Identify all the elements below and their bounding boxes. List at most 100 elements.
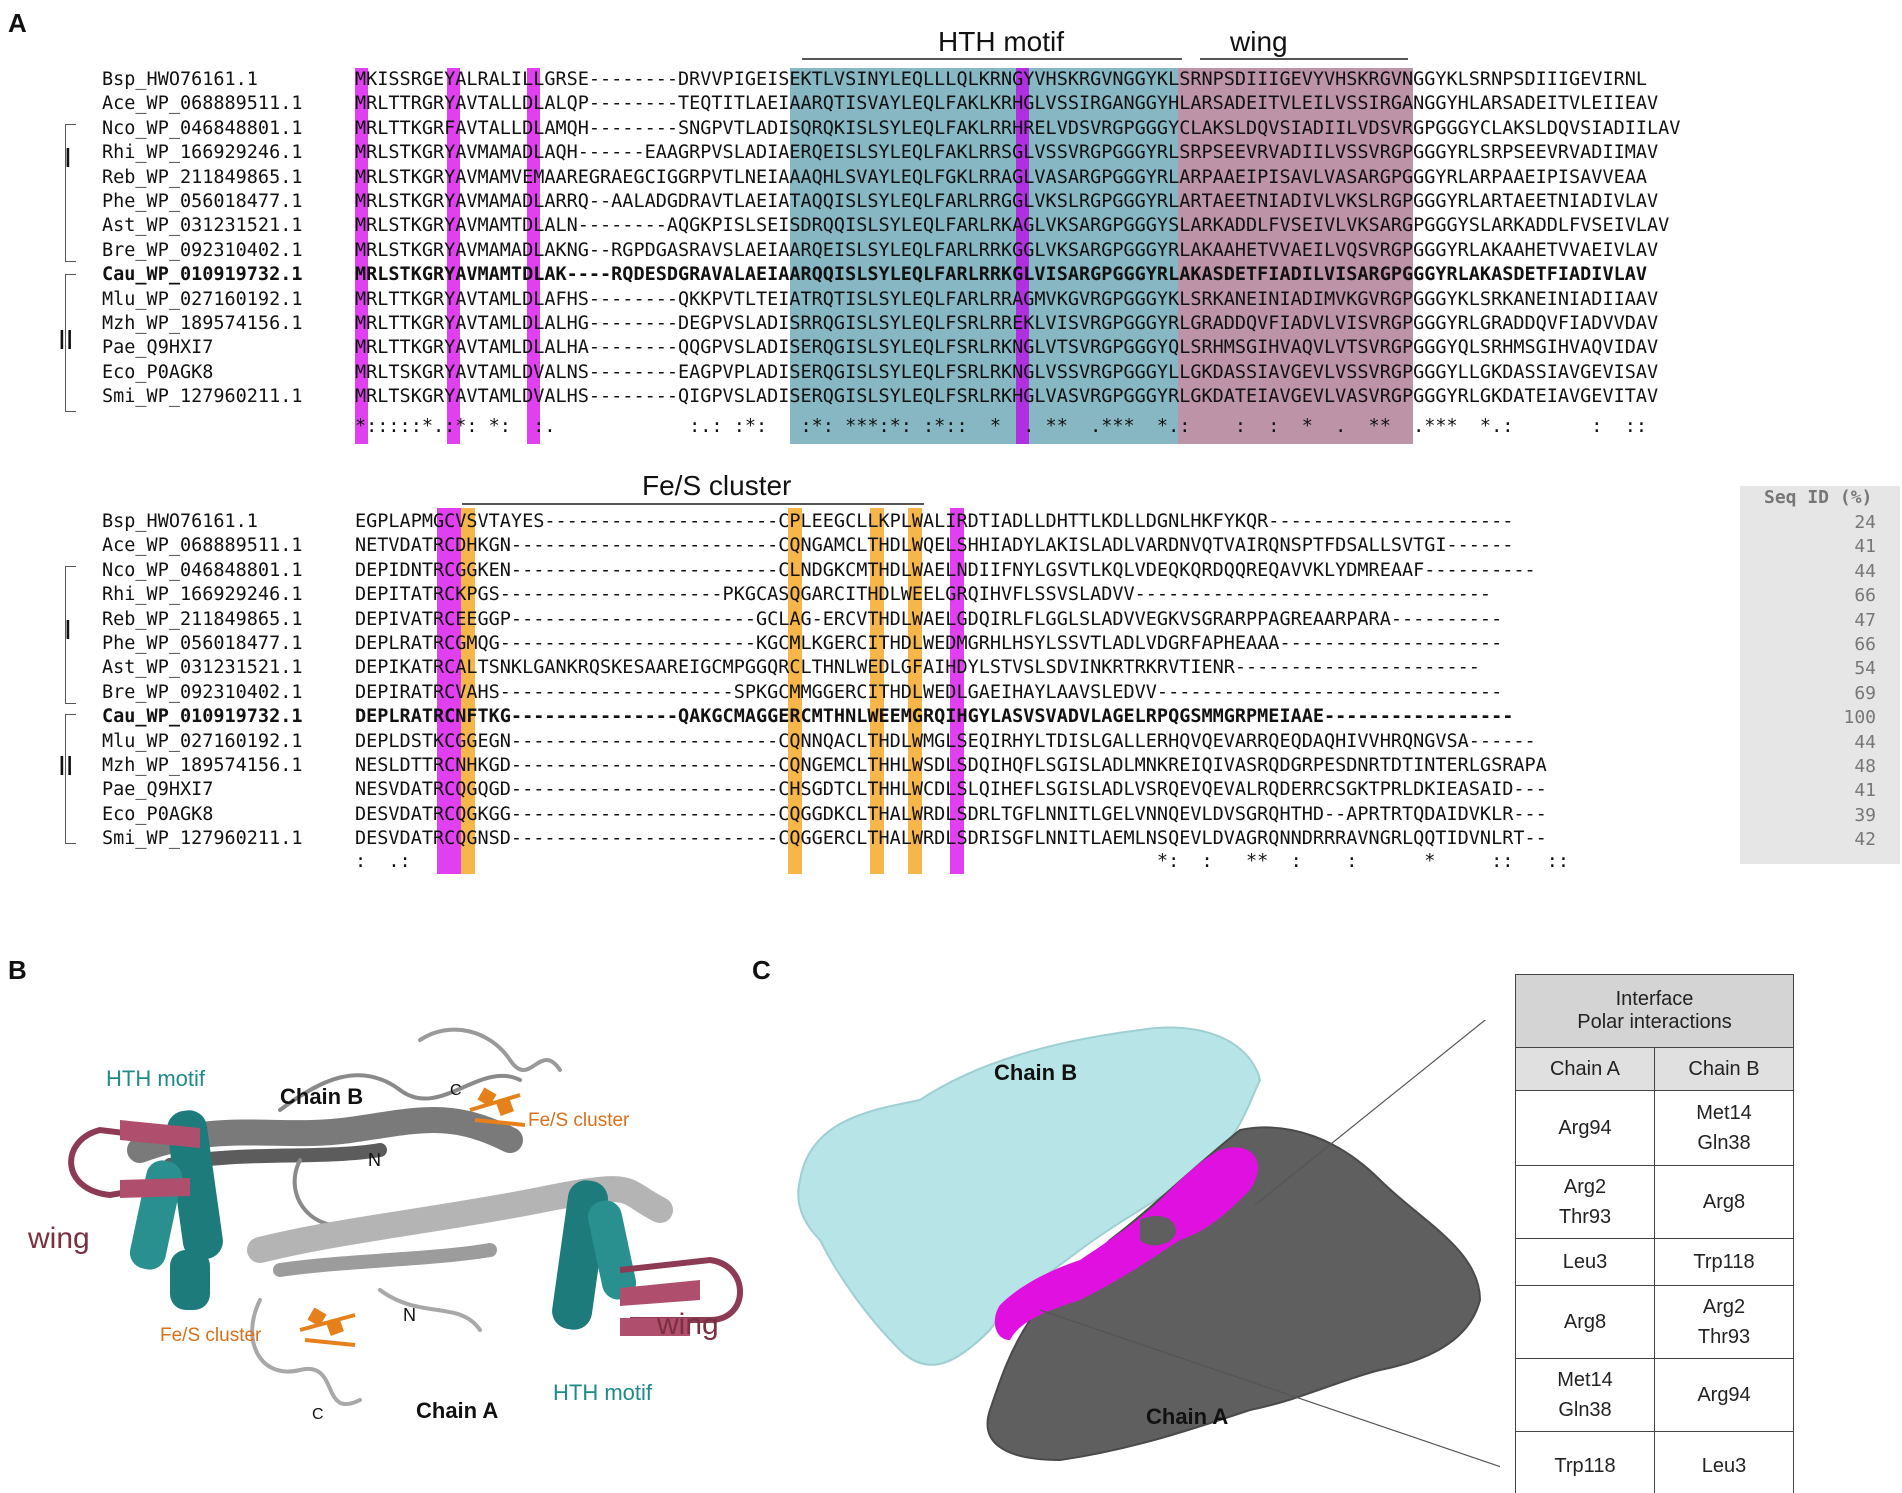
surface-structure: [797, 1020, 1500, 1468]
wing-label: wing: [1230, 26, 1288, 57]
sequence-name: Bre_WP_092310402.1: [102, 239, 303, 261]
sequence-name: Ace_WP_068889511.1: [102, 535, 303, 557]
table-row: Leu3 Trp118: [1515, 1238, 1794, 1286]
sequence-name: Phe_WP_056018477.1: [102, 191, 303, 212]
sequence-row: MRLSTKGRYAVMAMADLARRQ--AALADGDRAVTLAEIAT…: [355, 191, 1659, 212]
seq-id-value: 69: [1854, 682, 1876, 704]
cell-chain-a: Trp118: [1515, 1431, 1655, 1493]
seq-id-value: 39: [1854, 804, 1876, 826]
sequence-name: Ast_WP_031231521.1: [102, 657, 303, 679]
sequence-row: MRLSTKGRYAVMAMTDLALN--------AQGKPISLSEIS…: [355, 215, 1670, 237]
n-terminus-top: N: [368, 1150, 381, 1170]
residue-label: Trp118: [1693, 1251, 1755, 1273]
group-label-1: I: [64, 142, 72, 173]
cell-chain-b: Arg94: [1654, 1358, 1794, 1432]
histidine-column: [908, 508, 922, 874]
sequence-row: MRLTSKGRYAVTAMLDVALHS--------QIGPVSLADIS…: [355, 386, 1659, 408]
cell-chain-b: Leu3: [1654, 1431, 1794, 1493]
hth-label-right: HTH motif: [553, 1380, 652, 1405]
interface-table: Interface Polar interactions Chain A Cha…: [1515, 974, 1794, 1493]
conservation-line-1: *:::::*.:*: *: :. :.: :*: :*: ***:*: :*:…: [355, 416, 1648, 437]
cell-chain-a: Leu3: [1515, 1238, 1655, 1286]
sequence-name: Nco_WP_046848801.1: [102, 559, 303, 581]
table-title-line-2: Polar interactions: [1577, 1011, 1732, 1033]
sequence-row: MRLSTKGRYAVMAMADLAKNG--RGPDGASRAVSLAEIAA…: [355, 239, 1659, 261]
sequence-name: Mlu_WP_027160192.1: [102, 288, 303, 310]
fes-cluster-label: Fe/S cluster: [642, 470, 792, 501]
cell-chain-a: Arg94: [1515, 1090, 1655, 1166]
chain-b-label: Chain B: [280, 1084, 364, 1109]
sequence-name: Pae_Q9HXI7: [102, 337, 214, 359]
residue-label: Gln38: [1558, 1399, 1612, 1421]
col-header-chain-b: Chain B: [1654, 1047, 1794, 1091]
sequence-name: Reb_WP_211849865.1: [102, 166, 303, 188]
wing-label-right: wing: [657, 1308, 719, 1341]
residue-label: Gln38: [1697, 1132, 1751, 1154]
sequence-row: DEPIKATRCALTSNKLGANKRQSKESAAREIGCMPGGQRC…: [355, 657, 1480, 679]
seq-id-value: 42: [1854, 829, 1876, 851]
residue-label: Thr93: [1697, 1326, 1751, 1348]
wing-label-left: wing: [28, 1222, 90, 1255]
sequence-row: DEPLRATRCNFTKG---------------QAKGCMAGGER…: [355, 706, 1514, 728]
cysteine-column: [788, 508, 802, 874]
sequence-name: Mlu_WP_027160192.1: [102, 730, 303, 752]
sequence-name: Bsp_HWO76161.1: [102, 69, 258, 90]
residue-label: Arg8: [1702, 1191, 1746, 1213]
conserved-column: [950, 508, 964, 874]
conserved-column: [437, 508, 461, 874]
hth-label-left: HTH motif: [106, 1066, 205, 1091]
sequence-row: MRLTTKGRYAVTAMLDLAFHS--------QKKPVTLTEIA…: [355, 288, 1659, 310]
sequence-row: MRLTSKGRYAVTAMLDVALNS--------EAGPVPLADIS…: [355, 361, 1659, 383]
interface-table-title: Interface Polar interactions: [1515, 974, 1794, 1048]
wing-right: [619, 1256, 743, 1336]
surface-chain-a-label: Chain A: [1146, 1404, 1229, 1429]
sequence-row: EGPLAPMGCVSVTAYES---------------------CP…: [355, 511, 1514, 532]
fes-label-top: Fe/S cluster: [528, 1110, 630, 1131]
residue-label: Trp118: [1554, 1455, 1616, 1477]
table-title-line-1: Interface: [1615, 988, 1694, 1010]
residue-label: Thr93: [1558, 1206, 1612, 1228]
sequence-row: DEPLDSTKCGGEGN------------------------CQ…: [355, 730, 1536, 752]
sequence-row: MRLTTRGRYAVTALLDLALQP--------TEQTITLAEIA…: [355, 93, 1659, 115]
group-bracket-3: [65, 566, 76, 704]
seq-id-panel: [1740, 486, 1900, 864]
cysteine-column: [870, 508, 884, 874]
sequence-name: Ace_WP_068889511.1: [102, 93, 303, 115]
residue-label: Arg2: [1702, 1296, 1746, 1318]
group-label-3: I: [64, 614, 72, 645]
sequence-row: MRLSTKGRYAVMAMADLAQH------EAAGRPVSLADIAE…: [355, 142, 1659, 164]
sequence-row: MRLTTKGRYAVTAMLDLALHA--------QQGPVSLADIS…: [355, 337, 1659, 359]
sequence-name: Phe_WP_056018477.1: [102, 633, 303, 654]
seq-id-value: 44: [1854, 731, 1876, 753]
group-bracket-4: [65, 714, 76, 844]
sequence-name: Rhi_WP_166929246.1: [102, 584, 303, 606]
col-header-chain-a: Chain A: [1515, 1047, 1655, 1091]
conserved-column: [527, 68, 540, 444]
residue-label: Arg94: [1558, 1117, 1612, 1139]
sequence-name: Nco_WP_046848801.1: [102, 117, 303, 139]
sequence-row: DEPIDNTRCGGKEN------------------------CL…: [355, 559, 1536, 581]
sequence-row: NESVDATRCQGQGD------------------------CH…: [355, 779, 1547, 801]
seq-id-value: 47: [1854, 609, 1876, 631]
hth-helices-right: [552, 1180, 637, 1330]
sequence-name: Ast_WP_031231521.1: [102, 215, 303, 237]
sequence-row: NETVDATRCDHKGN------------------------CQ…: [355, 535, 1514, 557]
seq-id-header: Seq ID (%): [1764, 487, 1873, 508]
fes-label-bottom: Fe/S cluster: [160, 1325, 262, 1346]
table-row: Trp118 Leu3: [1515, 1431, 1794, 1493]
sequence-row: MKISSRGEYALRALILLGRSE--------DRVVPIGEISE…: [355, 69, 1648, 90]
interface-surface: [994, 1147, 1259, 1340]
cell-chain-b: Arg8: [1654, 1165, 1794, 1239]
residue-label: Leu3: [1562, 1251, 1608, 1273]
n-terminus-bottom: N: [403, 1305, 416, 1325]
panel-letter-b: B: [8, 955, 27, 985]
seq-id-value: 41: [1854, 780, 1876, 802]
residue-label: Met14: [1557, 1369, 1613, 1391]
surface-chain-b-label: Chain B: [994, 1060, 1078, 1085]
